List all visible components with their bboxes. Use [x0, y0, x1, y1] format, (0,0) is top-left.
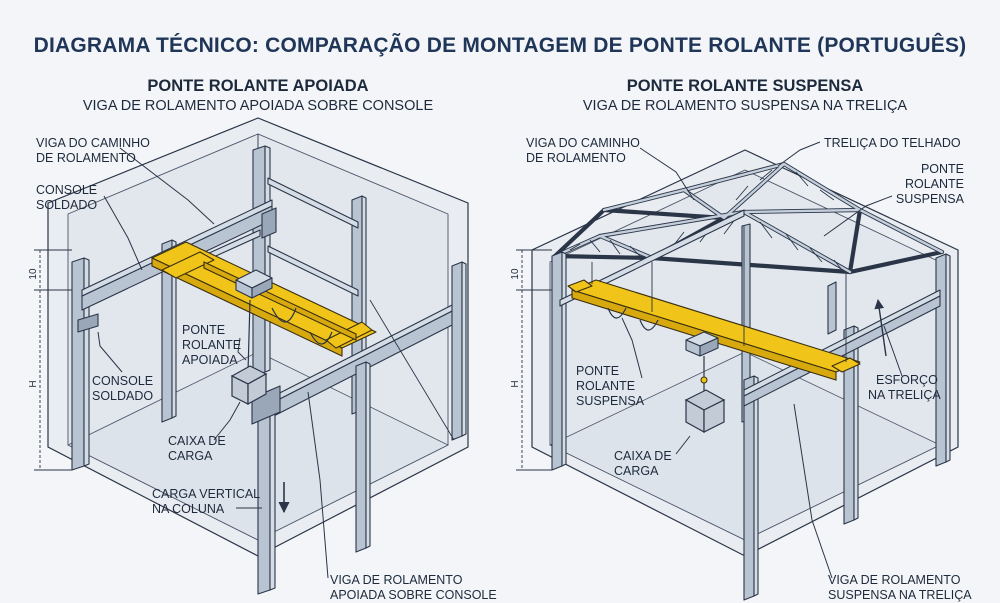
main-title: DIAGRAMA TÉCNICO: COMPARAÇÃO DE MONTAGEM… [34, 33, 967, 57]
left-dimensions: 10 H [28, 249, 72, 471]
label-r-runway-beam-2: DE ROLAMENTO [526, 151, 626, 165]
label-welded-console-bottom-1: CONSOLE [92, 374, 153, 388]
left-leader-lines [97, 147, 329, 579]
left-crane-bridge [151, 241, 377, 357]
right-dim-small: 10 [510, 268, 521, 280]
left-panel-title: PONTE ROLANTE APOIADA [147, 77, 368, 95]
right-panel: PONTE ROLANTE SUSPENSA VIGA DE ROLAMENTO… [510, 77, 972, 602]
label-crane-3: APOIADA [182, 353, 238, 367]
left-panel: PONTE ROLANTE APOIADA VIGA DE ROLAMENTO … [28, 77, 497, 602]
right-labels: VIGA DO CAMINHO DE ROLAMENTO TRELIÇA DO … [526, 136, 972, 602]
label-welded-console-bottom-2: SOLDADO [92, 389, 153, 403]
label-runway-beam-1: VIGA DO CAMINHO [36, 136, 150, 150]
right-load-box [684, 356, 726, 434]
label-vertical-load-1: CARGA VERTICAL [152, 487, 260, 501]
label-crane-mid-1: PONTE [576, 364, 619, 378]
label-crane-top-3: SUSPENSA [896, 192, 965, 206]
right-front-beams [559, 209, 941, 407]
label-welded-console-top-1: CONSOLE [36, 183, 97, 197]
left-dim-height: H [28, 380, 39, 387]
label-r-runway-beam-1: VIGA DO CAMINHO [526, 136, 640, 150]
right-crane-bridge [567, 226, 861, 381]
label-crane-2: ROLANTE [182, 338, 241, 352]
label-load-box-1: CAIXA DE [168, 434, 226, 448]
left-panel-subtitle: VIGA DE ROLAMENTO APOIADA SOBRE CONSOLE [83, 98, 434, 114]
label-r-load-box-1: CAIXA DE [614, 449, 672, 463]
right-leader-lines [621, 141, 903, 579]
left-wall-column [71, 257, 99, 471]
label-welded-console-top-2: SOLDADO [36, 198, 97, 212]
label-truss-stress-2: NA TRELIÇA [868, 388, 941, 402]
label-crane-mid-3: SUSPENSA [576, 394, 645, 408]
right-dim-height: H [510, 380, 521, 387]
label-vertical-load-2: NA COLUNA [152, 502, 225, 516]
right-dimensions: 10 H [510, 249, 552, 471]
label-crane-1: PONTE [182, 323, 225, 337]
label-runway-suspended-1: VIGA DE ROLAMENTO [828, 573, 961, 587]
left-corner-column [369, 261, 467, 441]
label-truss-stress-1: ESFORÇO [876, 373, 938, 387]
label-r-load-box-2: CARGA [614, 464, 659, 478]
left-dim-small: 10 [28, 268, 39, 280]
label-runway-supported-2: APOIADA SOBRE CONSOLE [330, 588, 497, 602]
label-crane-mid-2: ROLANTE [576, 379, 635, 393]
right-truss-stress-arrow [874, 299, 887, 357]
left-labels: VIGA DO CAMINHO DE ROLAMENTO CONSOLE SOL… [36, 136, 497, 602]
left-load-box [230, 299, 268, 406]
label-load-box-2: CARGA [168, 449, 213, 463]
right-panel-subtitle: VIGA DE ROLAMENTO SUSPENSA NA TRELIÇA [583, 98, 908, 114]
label-crane-top-2: ROLANTE [905, 177, 964, 191]
label-crane-top-1: PONTE [921, 162, 964, 176]
label-runway-beam-2: DE ROLAMENTO [36, 151, 136, 165]
right-columns [551, 223, 951, 601]
label-roof-truss: TRELIÇA DO TELHADO [824, 136, 961, 150]
label-runway-suspended-2: SUSPENSA NA TRELIÇA [828, 588, 972, 602]
label-runway-supported-1: VIGA DE ROLAMENTO [330, 573, 463, 587]
right-panel-title: PONTE ROLANTE SUSPENSA [627, 77, 864, 95]
